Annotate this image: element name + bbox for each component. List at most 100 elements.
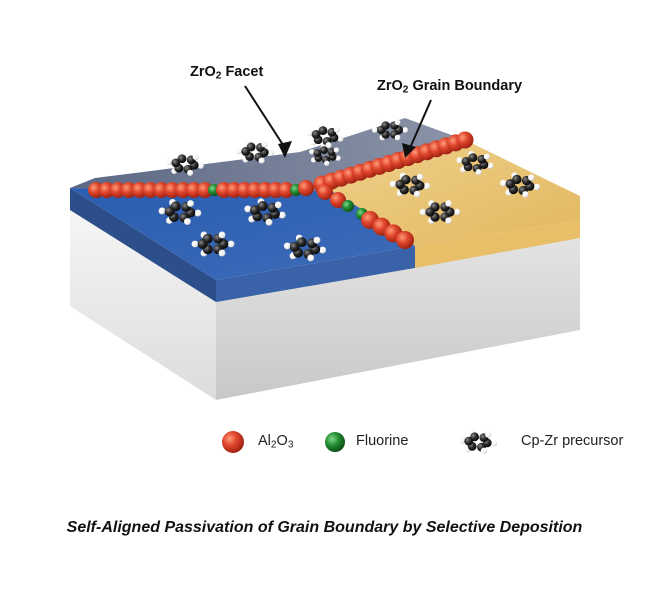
hydrogen-atom bbox=[325, 142, 332, 149]
hydrogen-atom bbox=[309, 149, 315, 155]
hydrogen-atom bbox=[423, 182, 431, 190]
hydrogen-atom bbox=[265, 218, 273, 226]
cp-zr-precursor bbox=[456, 150, 494, 176]
hydrogen-atom bbox=[191, 240, 199, 248]
carbon-atom bbox=[320, 146, 328, 155]
hydrogen-atom bbox=[389, 180, 397, 188]
hydrogen-atom bbox=[500, 179, 507, 187]
hydrogen-atom bbox=[475, 169, 482, 176]
hydrogen-atom bbox=[166, 159, 173, 166]
cp-zr-precursor bbox=[500, 172, 540, 198]
hydrogen-atom bbox=[235, 148, 242, 155]
hydrogen-atom bbox=[283, 242, 291, 250]
legend-precursor: Cp-Zr precursor bbox=[521, 433, 624, 449]
cp-zr-precursor bbox=[191, 231, 235, 257]
carbon-atom bbox=[327, 148, 336, 156]
alumina-sphere bbox=[197, 182, 213, 198]
hydrogen-atom bbox=[456, 157, 463, 164]
cp-zr-precursor bbox=[244, 198, 286, 226]
cp-zr-precursor bbox=[235, 140, 275, 164]
alumina-sphere bbox=[278, 182, 294, 198]
zro2-grain-boundary-label: ZrO2 Grain Boundary bbox=[377, 78, 523, 96]
cp-zr-precursor bbox=[283, 234, 327, 262]
film-side-faces bbox=[70, 188, 580, 302]
hydrogen-atom bbox=[485, 431, 492, 438]
hydrogen-atom bbox=[416, 173, 424, 181]
hydrogen-atom bbox=[458, 437, 466, 444]
cp-zr-precursor bbox=[371, 119, 409, 141]
hydrogen-atom bbox=[194, 209, 202, 217]
hydrogen-atom bbox=[490, 440, 498, 447]
hydrogen-atom bbox=[187, 169, 194, 176]
hydrogen-atom bbox=[197, 162, 204, 169]
carbon-atom bbox=[246, 142, 256, 152]
hydrogen-atom bbox=[522, 191, 529, 198]
hydrogen-atom bbox=[278, 211, 286, 219]
hydrogen-atom bbox=[402, 127, 409, 133]
alumina-sphere bbox=[298, 180, 314, 196]
carbon-atom bbox=[257, 201, 268, 211]
alumina-sphere bbox=[396, 231, 414, 249]
cp-zr-precursor bbox=[158, 199, 202, 225]
carbon-atom bbox=[170, 201, 181, 212]
cp-zr-precursor-molecules bbox=[158, 119, 540, 262]
substrate bbox=[70, 206, 580, 400]
hydrogen-atom bbox=[274, 201, 282, 209]
passivation-diagram bbox=[70, 85, 580, 454]
alumina-sphere bbox=[330, 192, 346, 208]
hydrogen-atom bbox=[337, 135, 344, 142]
hydrogen-atom bbox=[453, 208, 461, 216]
hydrogen-atom bbox=[227, 240, 235, 248]
fluorine-sphere-icon bbox=[325, 432, 345, 452]
hydrogen-atom bbox=[192, 153, 199, 161]
hydrogen-atom bbox=[244, 205, 252, 213]
hydrogen-atom bbox=[218, 231, 226, 239]
carbon-atom bbox=[202, 233, 213, 244]
cp-zr-precursor bbox=[458, 430, 498, 454]
hydrogen-atom bbox=[335, 155, 341, 161]
cp-zr-precursor-icon bbox=[458, 430, 498, 454]
carbon-atom bbox=[512, 174, 522, 185]
hydrogen-atom bbox=[187, 200, 194, 207]
hydrogen-atom bbox=[533, 183, 540, 191]
blue-grain bbox=[70, 188, 415, 280]
hydrogen-atom bbox=[324, 160, 330, 166]
hydrogen-atom bbox=[319, 246, 327, 254]
figure-caption: Self-Aligned Passivation of Grain Bounda… bbox=[66, 519, 583, 536]
hydrogen-atom bbox=[313, 236, 321, 244]
carbon-atom bbox=[250, 205, 260, 216]
carbon-atom bbox=[470, 432, 480, 442]
fluorine-sphere bbox=[342, 200, 354, 212]
cp-zr-precursor bbox=[309, 144, 341, 166]
cp-zr-precursor bbox=[306, 123, 344, 149]
hydrogen-atom bbox=[528, 174, 535, 181]
hydrogen-atom bbox=[394, 119, 401, 126]
legend-icons bbox=[222, 430, 498, 454]
cp-zr-precursor bbox=[389, 172, 431, 198]
hydrogen-atom bbox=[394, 134, 401, 141]
cp-zr-precursor bbox=[419, 200, 461, 224]
label-arrows bbox=[244, 85, 432, 158]
hydrogen-atom bbox=[487, 162, 494, 169]
alumina-sphere-icon bbox=[222, 431, 244, 453]
grain-boundary-arrow bbox=[409, 99, 432, 149]
hydrogen-atom bbox=[483, 153, 490, 160]
hydrogen-atom bbox=[445, 217, 452, 224]
cp-zr-precursor bbox=[166, 152, 204, 176]
hydrogen-atom bbox=[333, 126, 340, 133]
hydrogen-atom bbox=[307, 254, 315, 262]
carbon-atom bbox=[171, 158, 181, 168]
gold-grain bbox=[330, 140, 580, 246]
hydrogen-atom bbox=[333, 147, 340, 153]
zro2-facet-label: ZrO2 Facet bbox=[190, 64, 264, 82]
hydrogen-atom bbox=[258, 157, 265, 164]
carbon-atom bbox=[461, 156, 471, 166]
carbon-atom bbox=[430, 202, 440, 212]
carbon-atom bbox=[468, 153, 478, 163]
facet-arrow bbox=[244, 85, 286, 149]
hydrogen-atom bbox=[371, 127, 378, 133]
carbon-atom bbox=[401, 174, 411, 185]
carbon-atom bbox=[318, 126, 328, 136]
hydrogen-atom bbox=[218, 249, 226, 257]
hydrogen-atom bbox=[158, 207, 166, 215]
